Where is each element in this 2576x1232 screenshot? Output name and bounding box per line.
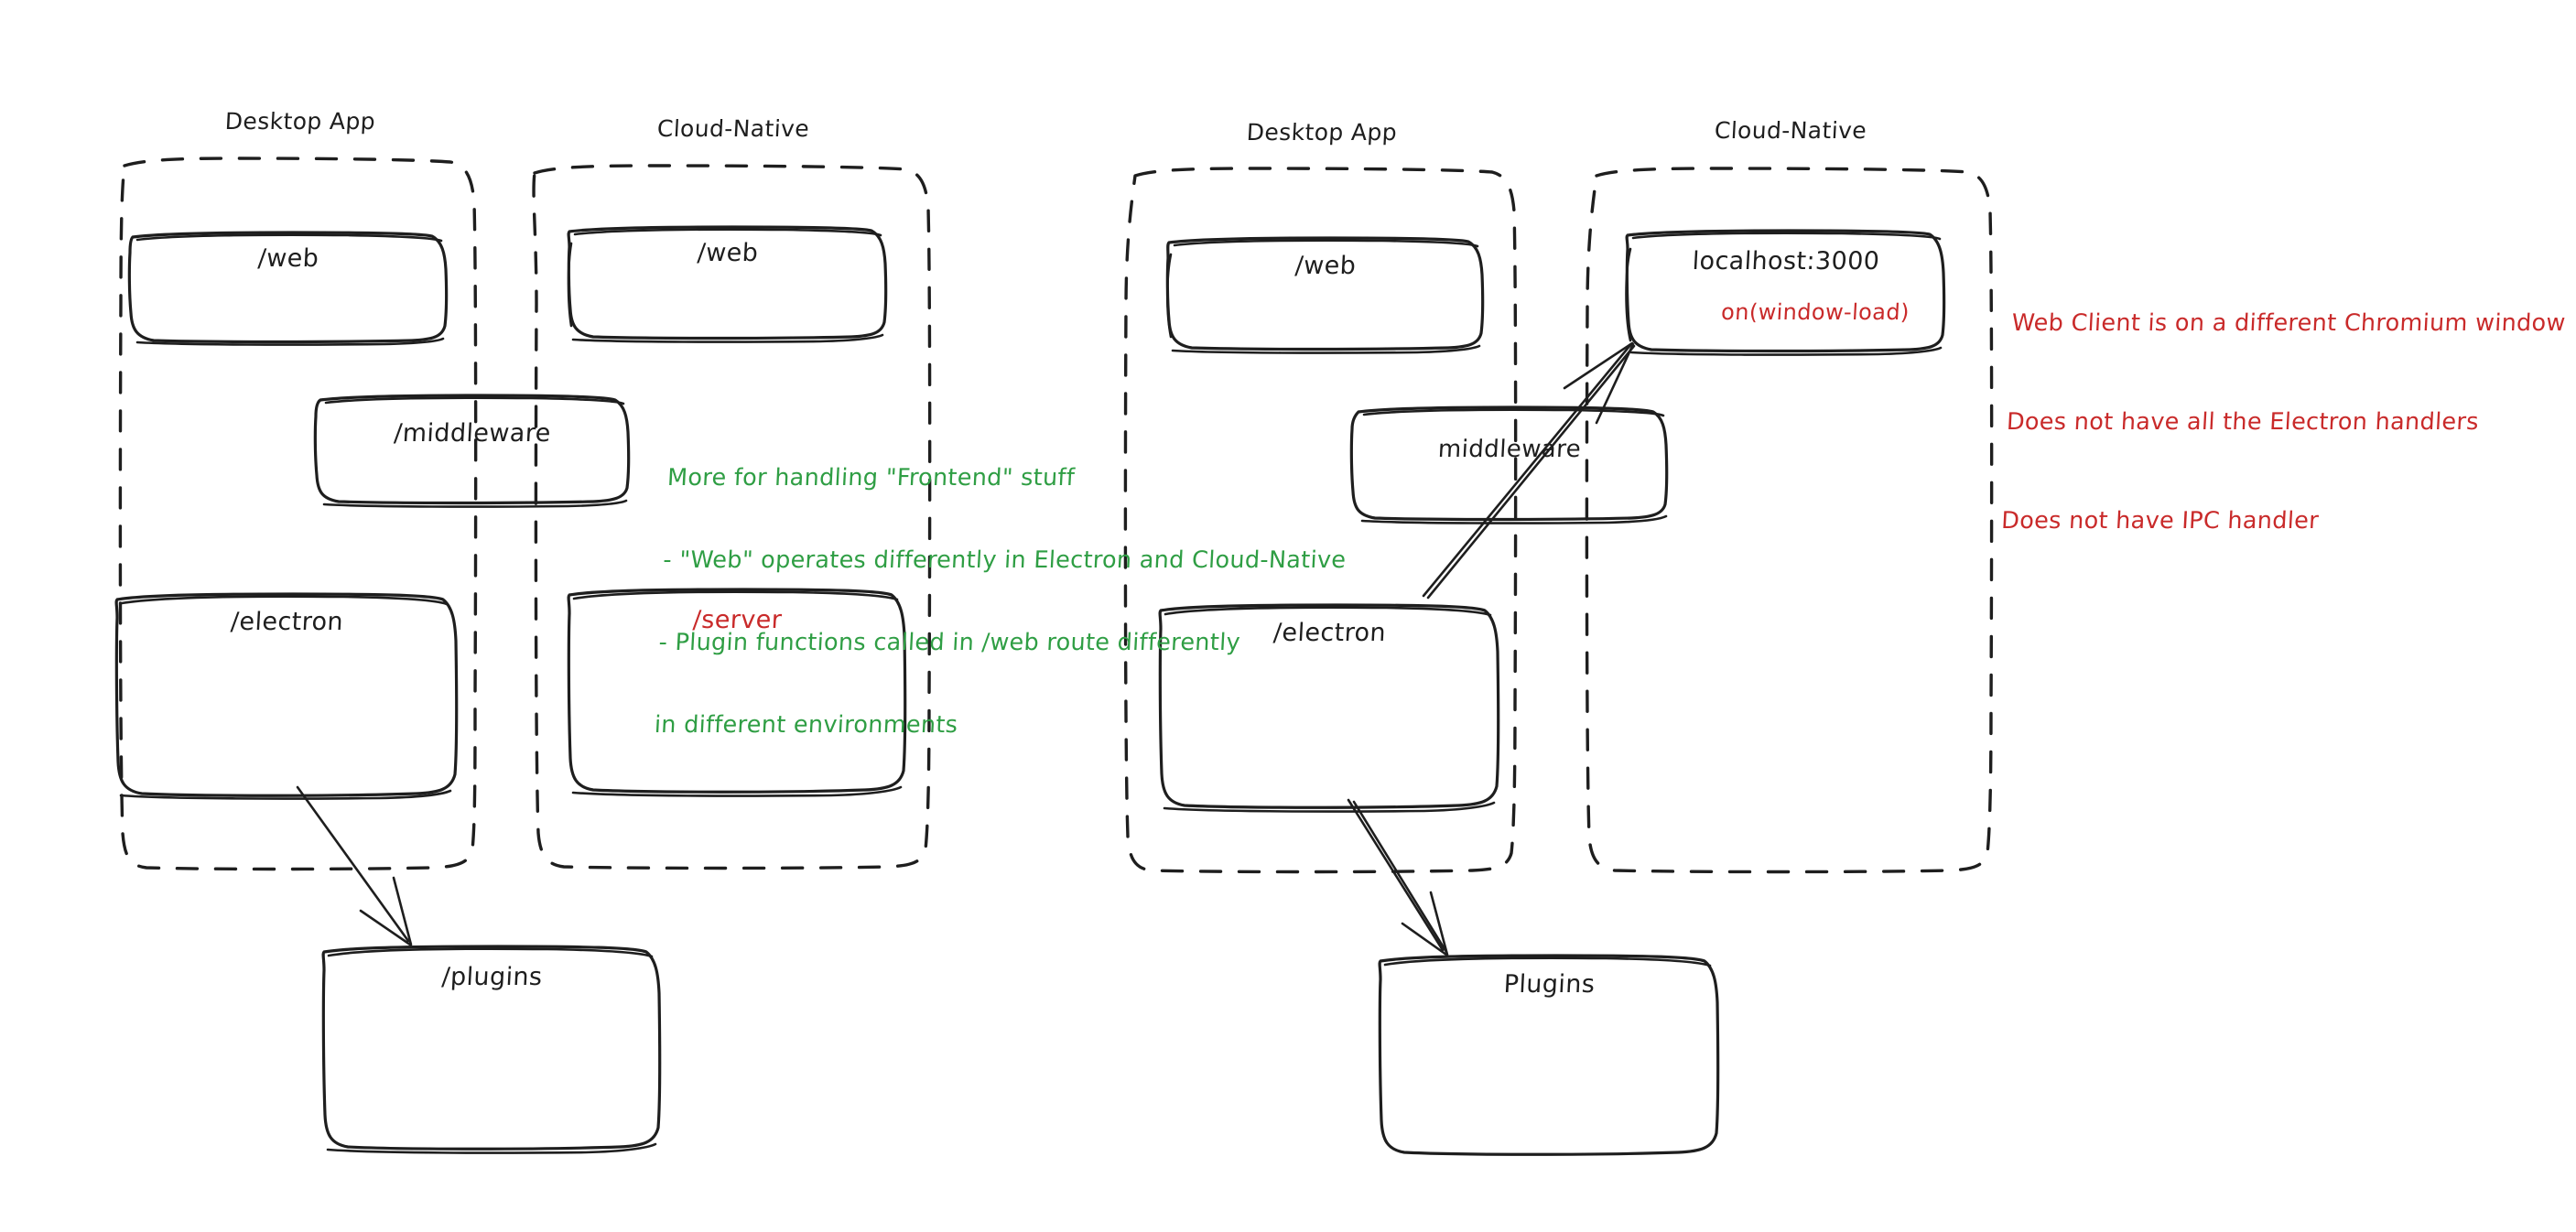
annotation-red-note: Web Client is on a different Chromium wi… xyxy=(1997,241,2571,603)
group-frame-right-desktop xyxy=(1123,167,1518,874)
node-shape-r-plugins[interactable] xyxy=(1378,954,1720,1156)
node-shape-l-plugins[interactable] xyxy=(321,945,662,1154)
annotation-red-line-2: Does not have all the Electron handlers xyxy=(2006,408,2480,436)
group-title-right-cloud: Cloud-Native xyxy=(1714,117,1867,144)
group-title-left-cloud: Cloud-Native xyxy=(656,115,810,142)
node-shape-r-web[interactable] xyxy=(1165,236,1485,354)
node-shape-r-electron[interactable] xyxy=(1158,603,1500,813)
node-label-l-plugins: /plugins xyxy=(440,963,544,991)
group-frame-left-desktop xyxy=(118,157,478,871)
node-shape-r-middleware[interactable] xyxy=(1349,405,1669,524)
annotation-green-note: More for handling "Frontend" stuff - "We… xyxy=(651,409,1354,794)
annotation-red-line-1: Web Client is on a different Chromium wi… xyxy=(2010,309,2567,337)
node-shape-l-middleware[interactable] xyxy=(313,394,631,508)
node-label-l-middleware: /middleware xyxy=(393,419,552,448)
node-label-r-web: /web xyxy=(1293,252,1358,280)
group-frame-left-cloud xyxy=(532,164,932,870)
group-title-right-desktop: Desktop App xyxy=(1246,119,1398,146)
annotation-green-line-3: - Plugin functions called in /web route … xyxy=(657,629,1241,656)
annotation-green-line-4: in different environments xyxy=(654,711,959,739)
node-label-r-middleware: middleware xyxy=(1437,436,1582,463)
group-title-left-desktop: Desktop App xyxy=(224,108,376,135)
node-shape-l-cweb[interactable] xyxy=(567,225,888,343)
annotation-green-line-2: - "Web" operates differently in Electron… xyxy=(662,546,1348,574)
arrow-right-electron-to-localhost xyxy=(1422,341,1636,600)
node-label-r-plugins: Plugins xyxy=(1502,970,1596,999)
annotation-red-line-3: Does not have IPC handler xyxy=(2000,507,2320,535)
group-frame-right-cloud xyxy=(1585,167,1994,874)
node-label-r-localhost: localhost:3000 xyxy=(1691,247,1881,276)
arrow-left-electron-to-plugins xyxy=(296,785,413,946)
node-label-l-electron: /electron xyxy=(230,608,344,636)
arrow-right-electron-to-plugins xyxy=(1347,798,1449,956)
node-shape-l-server[interactable] xyxy=(567,588,907,797)
node-shape-r-localhost[interactable] xyxy=(1625,229,1946,356)
node-shape-l-web[interactable] xyxy=(127,231,449,346)
node-label-l-cweb: /web xyxy=(696,239,760,267)
node-sublabel-r-localhost-on-window-load: on(window-load) xyxy=(1720,299,1910,325)
annotation-green-line-1: More for handling "Frontend" stuff xyxy=(666,464,1076,492)
node-shape-l-electron[interactable] xyxy=(114,592,459,800)
node-label-l-web: /web xyxy=(256,244,320,273)
